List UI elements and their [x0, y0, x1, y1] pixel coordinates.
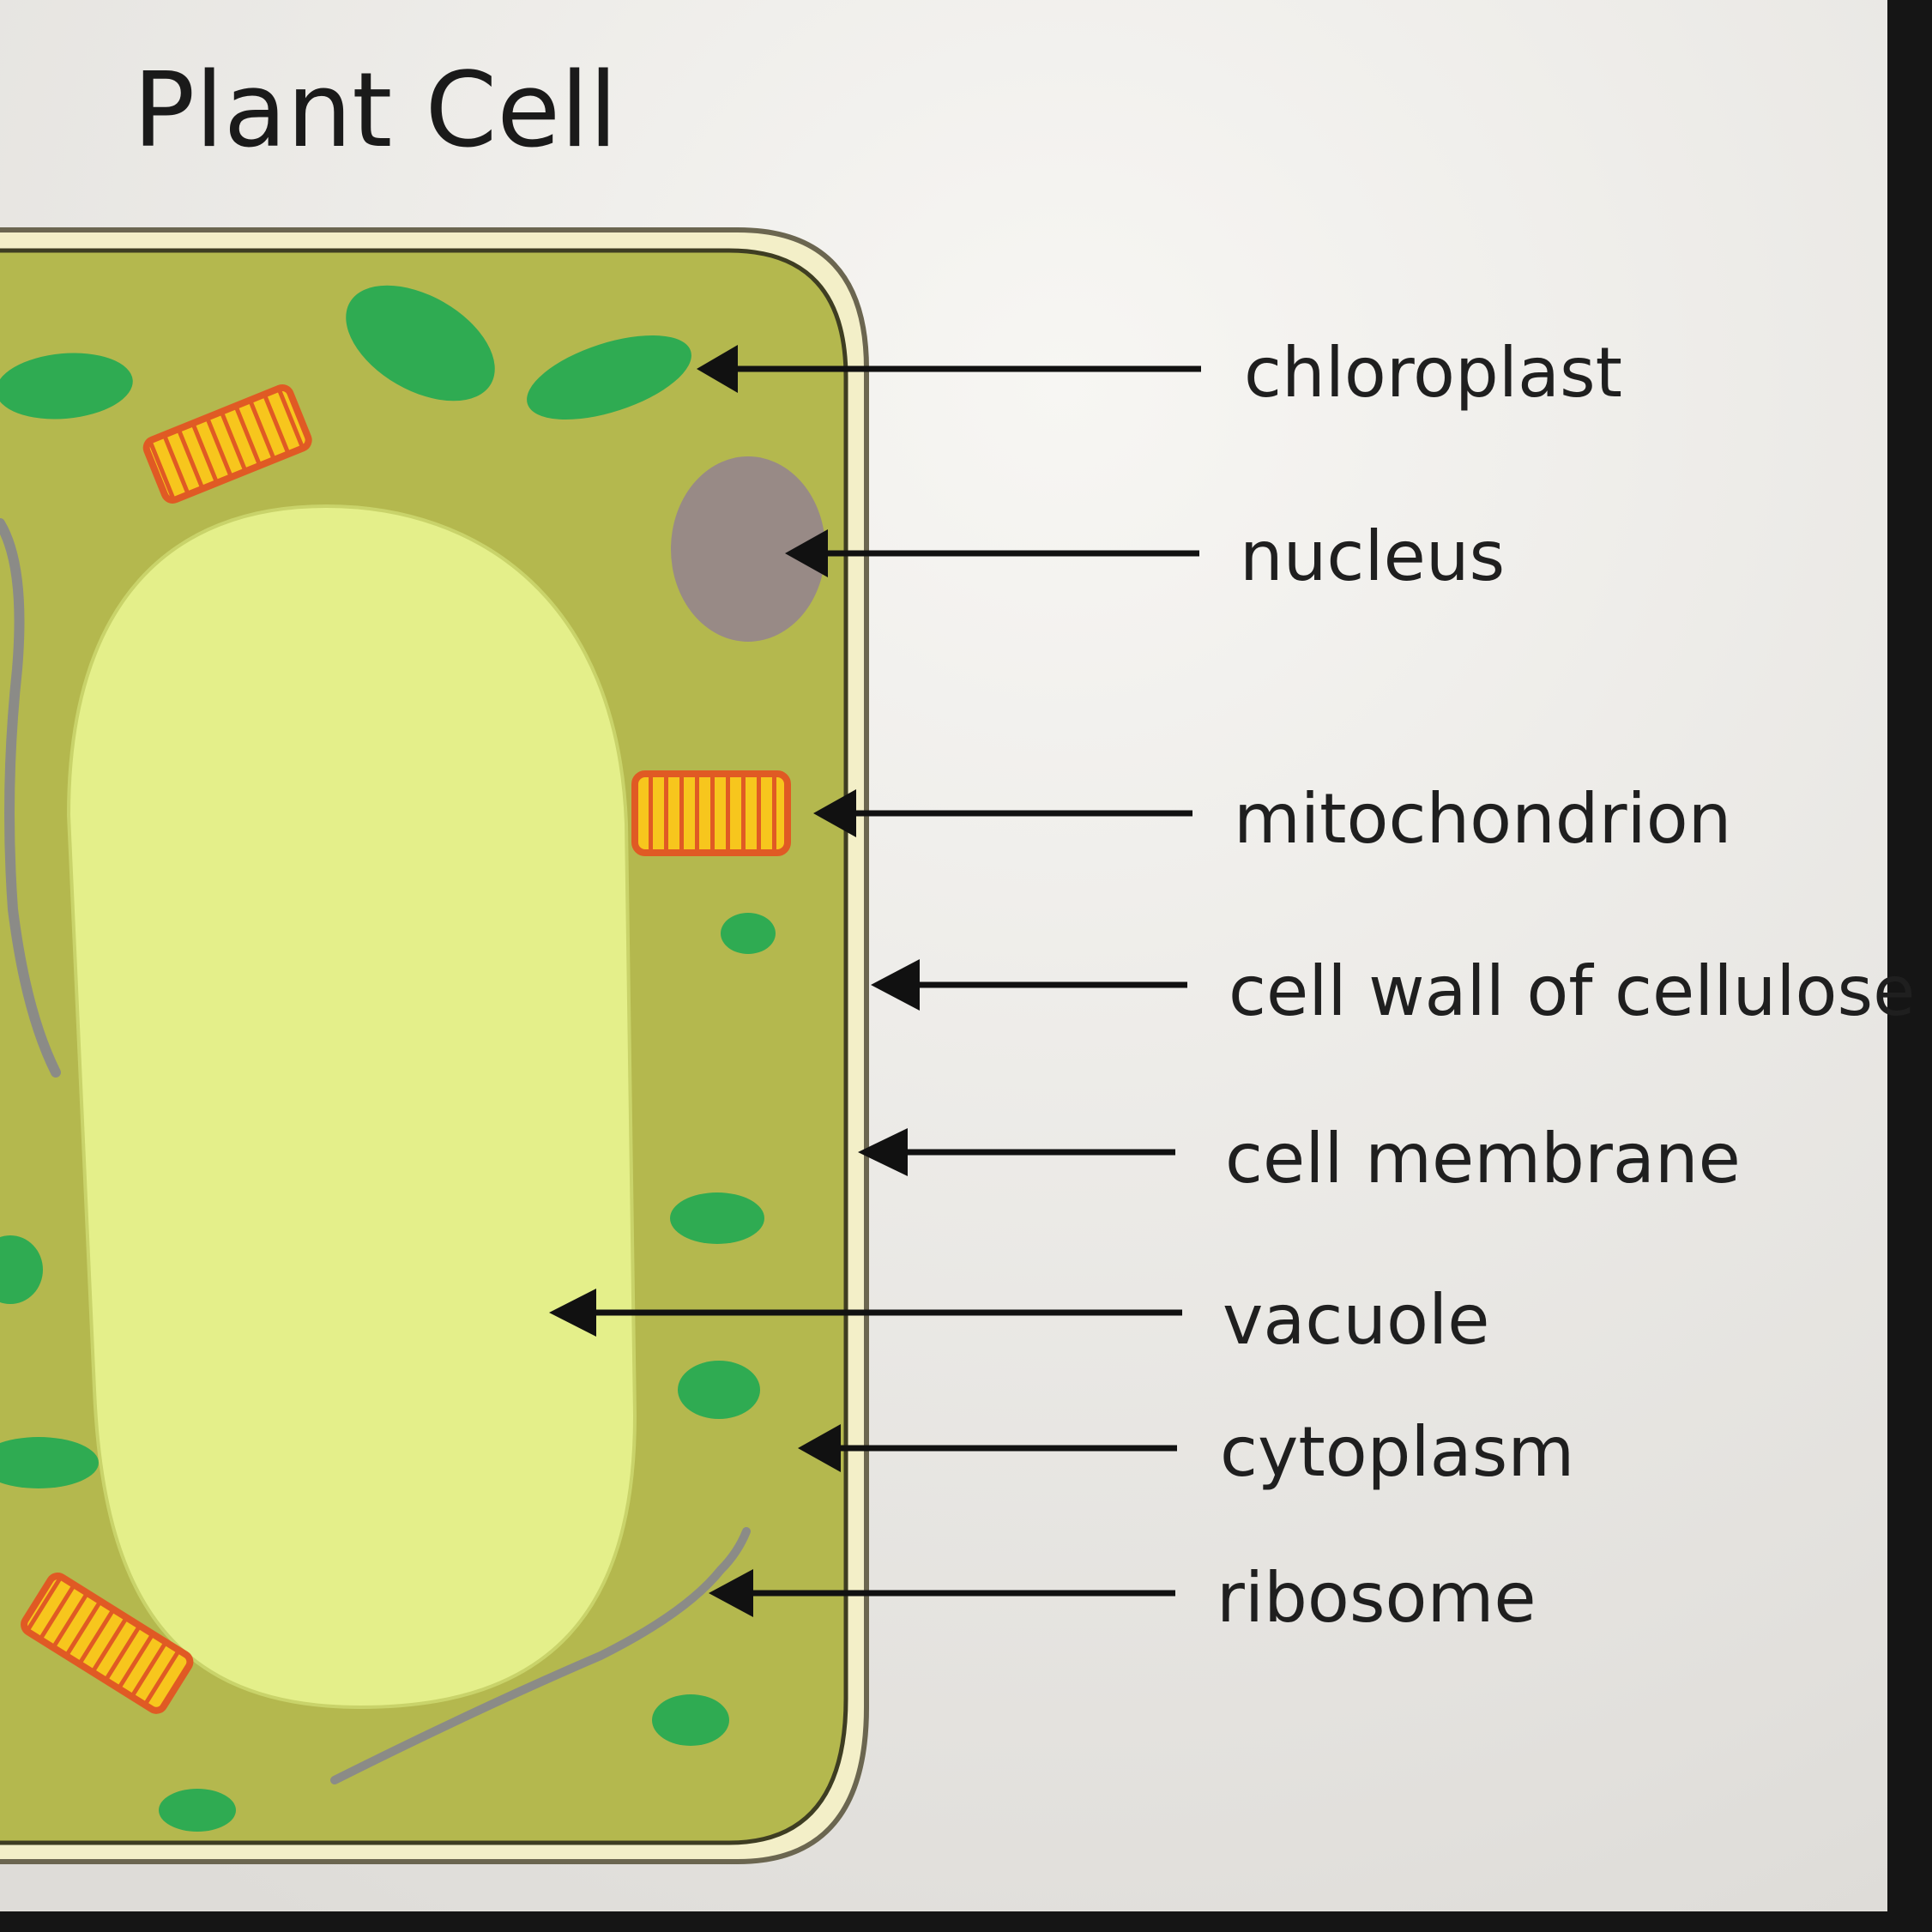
label-chloroplast: chloroplast	[1244, 333, 1622, 413]
label-cell-membrane: cell membrane	[1225, 1119, 1741, 1198]
chloroplast-5	[670, 1192, 764, 1244]
screen-bezel-bottom	[0, 1911, 1932, 1932]
arrow-cell-wall	[871, 959, 1187, 1011]
arrow-ribosome	[709, 1569, 1175, 1617]
diagram-title: Plant Cell	[133, 51, 618, 171]
arrow-cytoplasm	[798, 1424, 1177, 1472]
label-vacuole: vacuole	[1223, 1280, 1489, 1360]
chloroplast-2	[346, 285, 495, 401]
screen-bezel-right	[1887, 0, 1932, 1932]
label-cell-wall: cell wall of cellulose	[1229, 951, 1915, 1031]
vacuole	[66, 504, 637, 1710]
chloroplast-9	[0, 1437, 99, 1488]
chloroplast-7	[652, 1694, 729, 1746]
mitochondria	[21, 383, 791, 1714]
chloroplast-8	[159, 1789, 236, 1832]
chloroplast-10	[0, 1235, 43, 1304]
arrow-chloroplast	[697, 345, 1201, 393]
label-nucleus: nucleus	[1240, 516, 1505, 596]
arrow-nucleus	[785, 529, 1199, 577]
mitochondrion-3	[21, 1573, 194, 1714]
label-ribosome: ribosome	[1217, 1558, 1537, 1638]
arrow-vacuole	[549, 1289, 1182, 1337]
leader-arrows	[549, 345, 1201, 1617]
chloroplast-3	[527, 335, 691, 420]
mitochondrion-1	[142, 383, 312, 504]
chloroplast-1	[0, 353, 133, 420]
chloroplasts	[0, 285, 776, 1832]
labels: chloroplast nucleus mitochondrion cell w…	[1217, 333, 1915, 1638]
chloroplast-4	[721, 913, 776, 954]
nucleus	[671, 456, 825, 642]
ribosome-strand-left	[0, 518, 61, 1078]
label-cytoplasm: cytoplasm	[1220, 1412, 1574, 1492]
chloroplast-6	[678, 1361, 760, 1419]
arrow-mitochondrion	[813, 789, 1192, 837]
mitochondrion-2	[631, 770, 791, 856]
arrow-cell-membrane	[858, 1128, 1175, 1176]
label-mitochondrion: mitochondrion	[1234, 779, 1731, 859]
ribosome-strand-bottom	[330, 1527, 751, 1784]
